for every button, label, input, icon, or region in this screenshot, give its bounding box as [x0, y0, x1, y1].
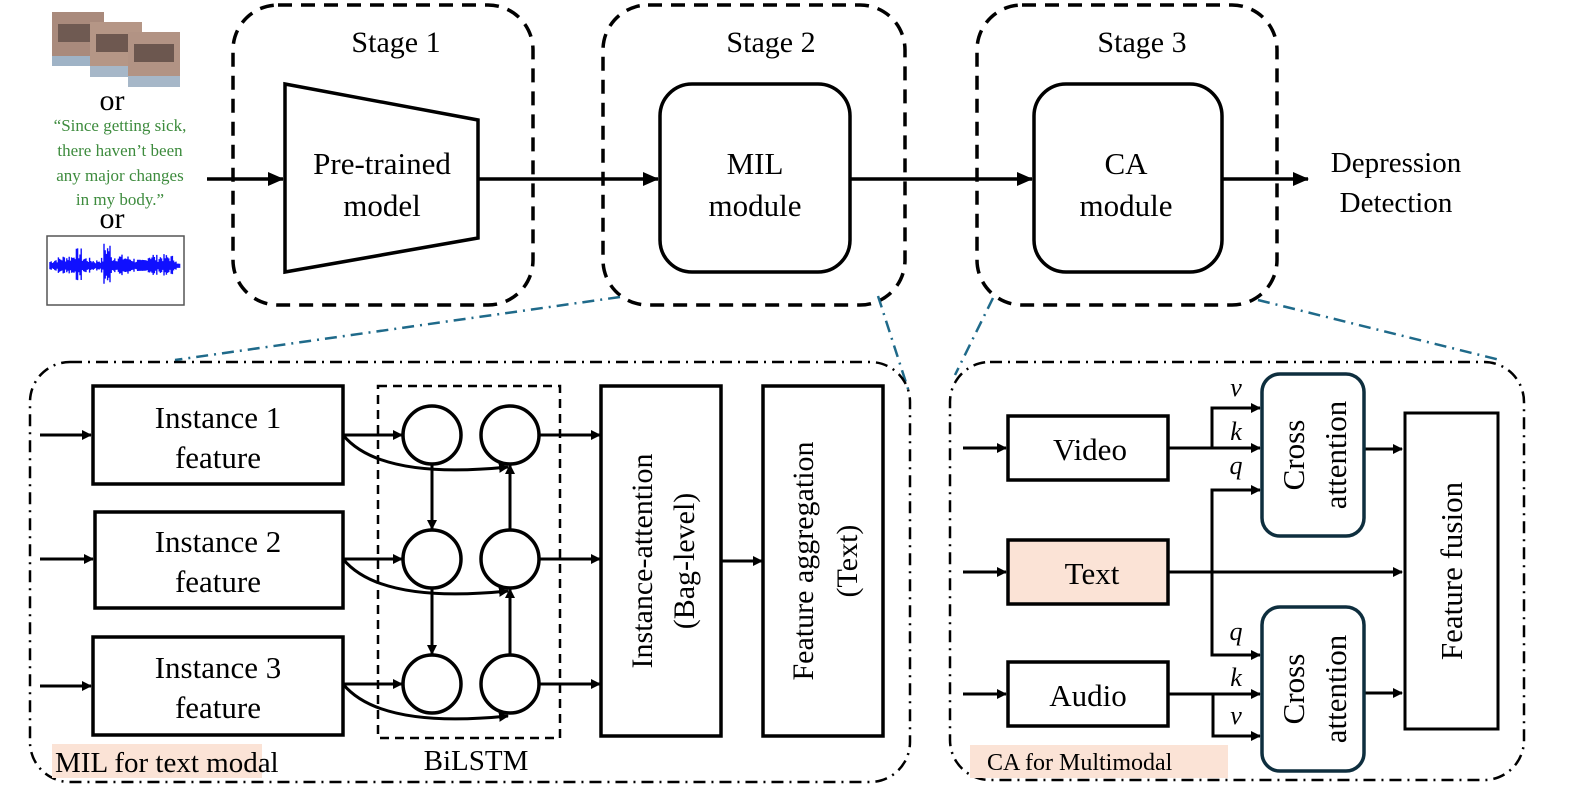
instance-2: Instance 2 feature	[40, 510, 345, 610]
instance-1-label: Instance 1	[155, 400, 282, 435]
stage-2: Stage 2 MIL module	[601, 3, 907, 307]
mil-module-label: module	[709, 188, 802, 223]
instance-3-label: Instance 3	[155, 650, 282, 685]
cross-attention-bottom: Cross attention	[1260, 605, 1366, 773]
q-label-bottom: q	[1230, 617, 1243, 646]
video-label: Video	[1053, 432, 1127, 467]
instance-attention-label: Instance-attention	[626, 454, 659, 669]
instance-2-label: feature	[175, 564, 261, 599]
cross-attention-label: attention	[1318, 634, 1353, 743]
mil-caption: MIL for text modal	[55, 747, 279, 779]
video-modality: Video	[963, 414, 1170, 482]
feature-fusion-label: Feature fusion	[1434, 481, 1469, 660]
arrow-instance-to-backward	[341, 558, 509, 597]
feature-fusion-block	[1403, 411, 1500, 731]
or-text-2: or	[100, 202, 125, 235]
mil-panel: Instance 1 feature Instance 2 feature In…	[28, 360, 912, 784]
arrow-instance-to-backward	[341, 434, 509, 473]
ca-caption-highlight	[970, 745, 1228, 778]
feature-aggregation-block	[761, 384, 885, 738]
lstm-forward-cell	[401, 528, 463, 590]
instance-attention-label: (Bag-level)	[668, 493, 701, 630]
instance-3: Instance 3 feature	[40, 635, 345, 737]
ca-module-label: CA	[1104, 146, 1148, 181]
lstm-backward-cell	[479, 528, 541, 590]
stage-2-title: Stage 2	[726, 26, 815, 59]
quote-text: “Since getting sick, there haven’t been …	[54, 116, 187, 209]
k-label-bottom: k	[1230, 663, 1242, 692]
cross-attention-label: Cross	[1276, 420, 1311, 491]
stage-1: Stage 1 Pre-trained model	[231, 3, 535, 307]
connector-stage2-right	[876, 295, 912, 396]
stage-1-title: Stage 1	[351, 26, 440, 59]
instance-1: Instance 1 feature	[40, 384, 345, 486]
arrow-instance-to-backward	[341, 683, 509, 722]
v-label-top: v	[1230, 373, 1242, 402]
mil-caption-highlight	[52, 744, 262, 778]
connector-stage3-right	[1257, 298, 1501, 362]
stage-3-title: Stage 3	[1097, 26, 1186, 59]
cross-attention-label: Cross	[1276, 654, 1311, 725]
ca-panel: Video Text Audio	[948, 360, 1526, 782]
zoom-connectors	[174, 295, 1501, 396]
stage-3: Stage 3 CA module	[975, 3, 1279, 307]
instance-3-label: feature	[175, 690, 261, 725]
output-label: Detection	[1340, 187, 1453, 219]
quote-line: there haven’t been	[57, 141, 183, 160]
qkv-routing	[1168, 403, 1403, 741]
pretrained-model-block	[283, 81, 480, 275]
input-examples: or “Since getting sick, there haven’t be…	[46, 12, 187, 306]
bilstm-block: BiLSTM	[341, 384, 601, 777]
bilstm-label: BiLSTM	[424, 745, 529, 777]
text-modality: Text	[963, 538, 1170, 606]
instance-1-label: feature	[175, 440, 261, 475]
audio-label: Audio	[1049, 678, 1127, 713]
quote-line: any major changes	[56, 166, 183, 185]
ca-module-label: module	[1080, 188, 1173, 223]
instance-attention-block	[599, 384, 723, 738]
q-label-top: q	[1230, 451, 1243, 480]
connector-stage2-left	[174, 295, 621, 362]
ca-caption: CA for Multimodal	[987, 750, 1173, 776]
face-frames-image	[52, 12, 180, 87]
lstm-forward-cell	[401, 653, 463, 715]
text-label: Text	[1065, 556, 1120, 591]
lstm-backward-cell	[479, 404, 541, 466]
mil-module-label: MIL	[727, 146, 784, 181]
output-label: Depression	[1331, 147, 1462, 179]
or-text-1: or	[100, 84, 125, 117]
quote-line: in my body.”	[76, 190, 164, 209]
quote-line: “Since getting sick,	[54, 116, 187, 135]
audio-modality: Audio	[963, 660, 1170, 728]
cross-attention-label: attention	[1318, 400, 1353, 509]
instance-2-label: Instance 2	[155, 524, 282, 559]
v-label-bottom: v	[1230, 701, 1242, 730]
audio-waveform-image	[46, 235, 185, 306]
connector-stage3-left	[953, 297, 995, 376]
pretrained-label: Pre-trained	[313, 146, 451, 181]
cross-attention-top: Cross attention	[1260, 372, 1366, 538]
feature-aggregation-label: Feature aggregation	[787, 441, 820, 680]
k-label-top: k	[1230, 417, 1242, 446]
lstm-forward-cell	[401, 404, 463, 466]
lstm-backward-cell	[479, 653, 541, 715]
feature-aggregation-label: (Text)	[831, 525, 864, 598]
pretrained-label: model	[343, 188, 421, 223]
